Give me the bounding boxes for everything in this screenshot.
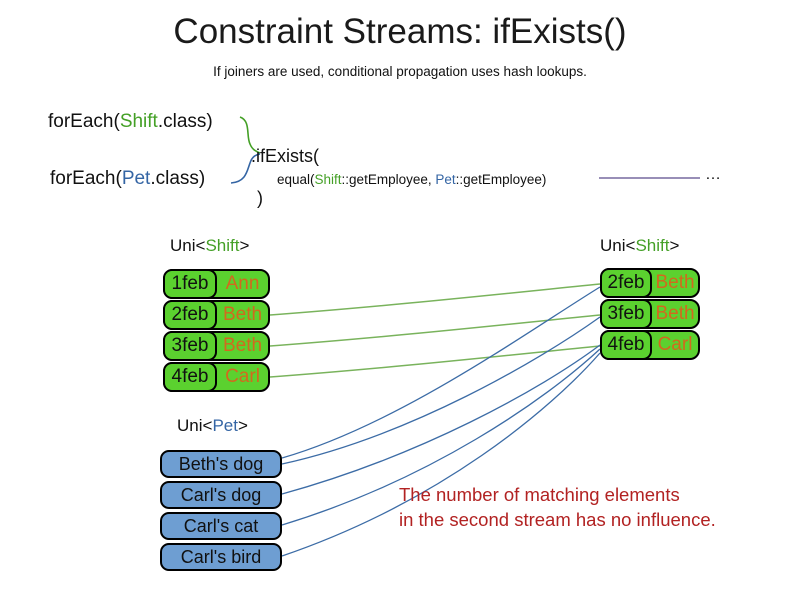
- blue-link-carlscat-4feb: [281, 348, 601, 526]
- table-row: 3feb Beth: [600, 299, 700, 329]
- date-cell: 3feb: [163, 331, 217, 361]
- date-cell: 4feb: [163, 362, 217, 392]
- date-cell: 3feb: [600, 299, 652, 329]
- left-shift-table-label: Uni<Shift>: [170, 236, 249, 256]
- employee-cell: Carl: [657, 334, 693, 355]
- date-cell: 1feb: [163, 269, 217, 299]
- code-text: equal(: [277, 172, 315, 187]
- pet-row: Carl's cat: [160, 512, 282, 540]
- code-foreach-shift: forEach(Shift.class): [48, 111, 213, 133]
- code-pet-token: Pet: [121, 168, 151, 189]
- table-row: 4feb Carl: [163, 362, 270, 392]
- label-type: Shift: [205, 236, 240, 255]
- table-row: 2feb Beth: [163, 300, 270, 330]
- employee-cell: Carl: [225, 366, 260, 387]
- pet-row: Carl's bird: [160, 543, 282, 571]
- brace-blue-segment: [230, 153, 261, 184]
- label-text: >: [239, 236, 250, 255]
- code-text: .class): [150, 168, 206, 189]
- code-text: forEach(: [48, 111, 120, 132]
- code-close-paren: ): [257, 188, 263, 208]
- blue-link-bethsdog-2feb: [281, 286, 601, 459]
- date-cell: 2feb: [163, 300, 217, 330]
- code-ifexists: .ifExists(: [251, 146, 320, 166]
- code-pet-token: Pet: [435, 172, 456, 187]
- brace-green-segment: [239, 116, 261, 154]
- date-cell: 2feb: [600, 268, 652, 298]
- label-text: >: [237, 416, 248, 435]
- blue-link-carlsdog-4feb: [281, 344, 601, 495]
- green-link-2feb: [269, 283, 601, 316]
- code-text: forEach(: [50, 168, 122, 189]
- green-link-4feb: [269, 345, 601, 378]
- blue-link-bethsdog-3feb: [281, 316, 601, 465]
- employee-cell: Ann: [225, 273, 260, 294]
- table-row: 2feb Beth: [600, 268, 700, 298]
- table-row: 4feb Carl: [600, 330, 700, 360]
- page-subtitle: If joiners are used, conditional propaga…: [213, 64, 587, 79]
- code-text: ::getEmployee): [455, 172, 547, 187]
- note-text: The number of matching elements in the se…: [399, 482, 716, 532]
- label-text: Uni<: [600, 236, 636, 255]
- pet-row: Carl's dog: [160, 481, 282, 509]
- continuation-ellipsis: …: [705, 166, 721, 183]
- right-shift-table: 2feb Beth 3feb Beth 4feb Carl: [600, 268, 700, 361]
- code-shift-token: Shift: [119, 111, 158, 132]
- table-row: 1feb Ann: [163, 269, 270, 299]
- code-text: ::getEmployee,: [341, 172, 436, 187]
- employee-cell: Beth: [655, 303, 695, 324]
- code-equal-joiner: equal(Shift::getEmployee, Pet::getEmploy…: [277, 172, 546, 187]
- right-shift-table-label: Uni<Shift>: [600, 236, 679, 256]
- note-line: The number of matching elements: [399, 484, 680, 505]
- green-link-3feb: [269, 314, 601, 347]
- employee-cell: Beth: [655, 272, 695, 293]
- label-type: Pet: [212, 416, 238, 435]
- pet-row: Beth's dog: [160, 450, 282, 478]
- code-shift-token: Shift: [314, 172, 342, 187]
- blue-link-carlsbird-4feb: [281, 352, 601, 557]
- label-text: Uni<: [177, 416, 213, 435]
- employee-cell: Beth: [222, 304, 263, 325]
- code-text: .class): [157, 111, 213, 132]
- label-type: Shift: [635, 236, 670, 255]
- page-title: Constraint Streams: ifExists(): [173, 12, 627, 51]
- employee-cell: Beth: [222, 335, 263, 356]
- table-row: 3feb Beth: [163, 331, 270, 361]
- label-text: Uni<: [170, 236, 206, 255]
- code-foreach-pet: forEach(Pet.class): [50, 168, 205, 190]
- pet-table-label: Uni<Pet>: [177, 416, 248, 436]
- left-shift-table: 1feb Ann 2feb Beth 3feb Beth 4feb Carl: [163, 269, 270, 393]
- pet-table: Beth's dog Carl's dog Carl's cat Carl's …: [160, 450, 282, 574]
- label-text: >: [669, 236, 680, 255]
- note-line: in the second stream has no influence.: [399, 509, 716, 530]
- date-cell: 4feb: [600, 330, 652, 360]
